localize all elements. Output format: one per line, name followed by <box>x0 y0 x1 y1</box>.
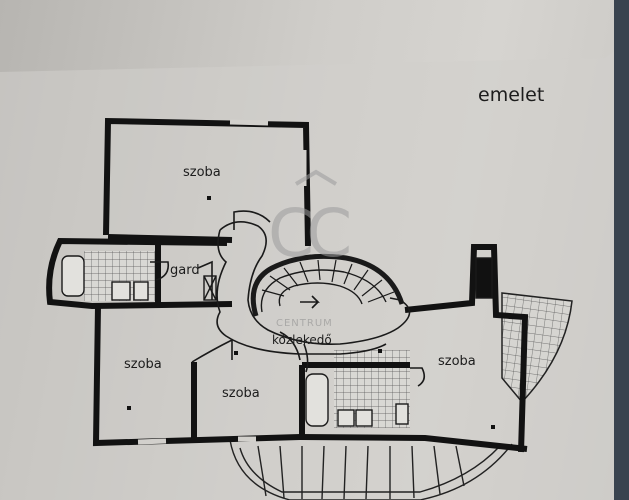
room-label-bedroom-top: szoba <box>183 165 221 180</box>
watermark-monogram: CC <box>268 195 349 272</box>
room-label-bedroom-right: szoba <box>438 354 476 369</box>
watermark-text: CENTRUM <box>276 318 333 329</box>
watermark-logo: CC CENTRUM <box>268 169 357 329</box>
walls <box>46 117 529 453</box>
staircase <box>250 253 405 317</box>
fixtures <box>61 255 493 427</box>
room-label-bedroom-middle: szoba <box>222 386 260 401</box>
room-markers <box>127 196 495 429</box>
floor-title: emelet <box>478 84 544 106</box>
doors <box>150 210 426 387</box>
room-label-wardrobe: gard <box>170 263 200 278</box>
room-label-bedroom-left: szoba <box>124 357 162 372</box>
right-edge-strip <box>614 0 629 500</box>
hall-shape <box>216 221 411 373</box>
terrace <box>229 439 513 500</box>
room-label-hallway: közlekedő <box>272 333 332 347</box>
